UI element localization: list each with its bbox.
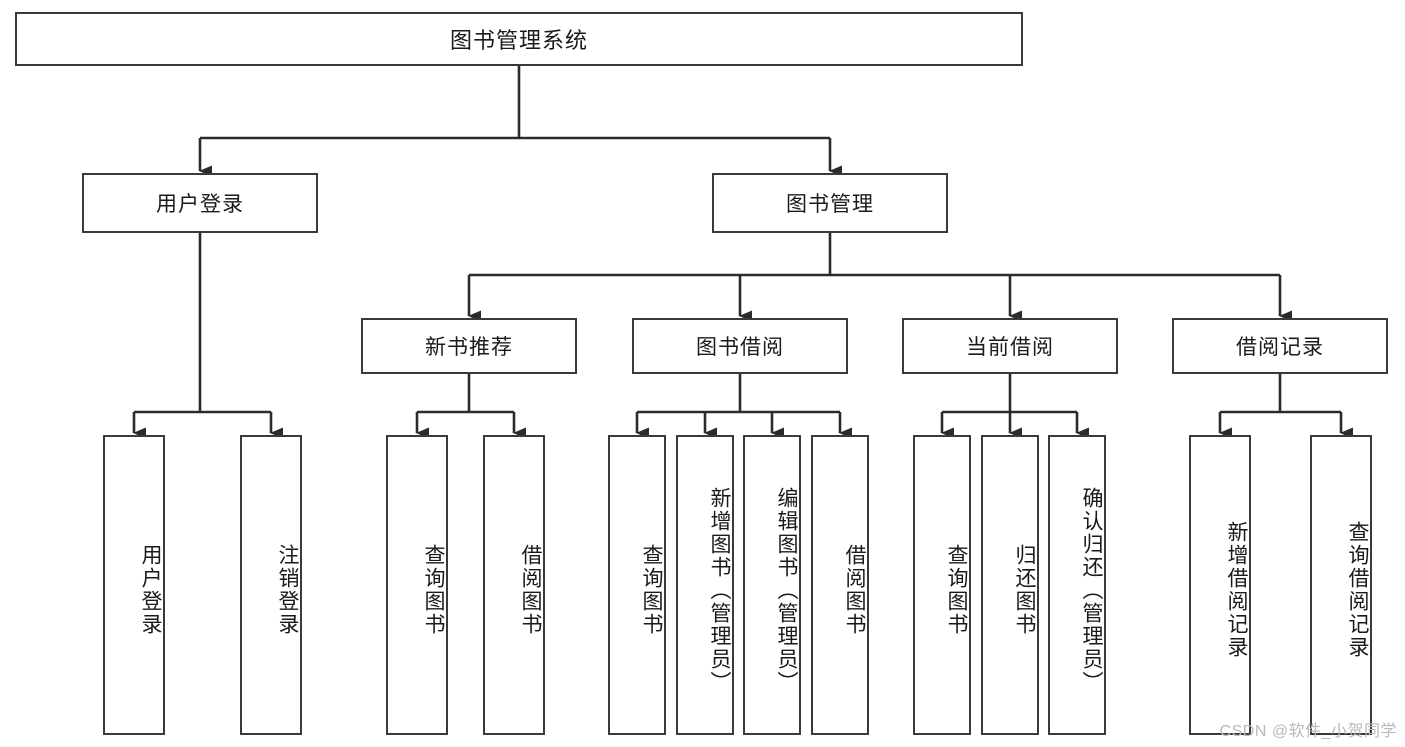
- leaf-confirm-return-admin[interactable]: 确认归还（管理员）: [1048, 435, 1106, 735]
- leaf-query-borrow-record[interactable]: 查询借阅记录: [1310, 435, 1372, 735]
- leaf-query-book-current[interactable]: 查询图书: [913, 435, 971, 735]
- node-label: 用户登录: [139, 544, 162, 636]
- leaf-query-book-recommend[interactable]: 查询图书: [386, 435, 448, 735]
- node-book-borrow[interactable]: 图书借阅: [632, 318, 848, 374]
- node-new-book-recommend[interactable]: 新书推荐: [361, 318, 577, 374]
- node-label: 查询图书: [422, 544, 445, 636]
- node-label: 归还图书: [1013, 544, 1036, 636]
- node-label: 用户登录: [156, 193, 244, 216]
- node-current-borrow[interactable]: 当前借阅: [902, 318, 1118, 374]
- node-label: 查询借阅记录: [1346, 521, 1369, 659]
- leaf-query-book-borrow[interactable]: 查询图书: [608, 435, 666, 735]
- leaf-logout[interactable]: 注销登录: [240, 435, 302, 735]
- node-label: 新增图书（管理员）: [708, 486, 731, 694]
- node-label: 图书管理系统: [449, 28, 588, 53]
- node-label: 确认归还（管理员）: [1080, 486, 1103, 694]
- node-label: 当前借阅: [966, 336, 1054, 359]
- node-label: 注销登录: [276, 544, 299, 636]
- leaf-borrow-book-recommend[interactable]: 借阅图书: [483, 435, 545, 735]
- node-label: 借阅图书: [519, 544, 542, 636]
- leaf-edit-book-admin[interactable]: 编辑图书（管理员）: [743, 435, 801, 735]
- leaf-return-book[interactable]: 归还图书: [981, 435, 1039, 735]
- node-root[interactable]: 图书管理系统: [15, 12, 1023, 66]
- node-label: 新增借阅记录: [1225, 521, 1248, 659]
- leaf-add-book-admin[interactable]: 新增图书（管理员）: [676, 435, 734, 735]
- leaf-user-login[interactable]: 用户登录: [103, 435, 165, 735]
- node-label: 查询图书: [640, 544, 663, 636]
- node-label: 借阅图书: [843, 544, 866, 636]
- watermark: CSDN @软件_小贺同学: [1219, 723, 1397, 740]
- node-label: 借阅记录: [1236, 336, 1324, 359]
- node-label: 图书管理: [786, 193, 874, 216]
- node-label: 图书借阅: [696, 336, 784, 359]
- leaf-borrow-book[interactable]: 借阅图书: [811, 435, 869, 735]
- node-book-management[interactable]: 图书管理: [712, 173, 948, 233]
- node-label: 查询图书: [945, 544, 968, 636]
- leaf-add-borrow-record[interactable]: 新增借阅记录: [1189, 435, 1251, 735]
- node-borrow-records[interactable]: 借阅记录: [1172, 318, 1388, 374]
- node-label: 新书推荐: [425, 336, 513, 359]
- node-label: 编辑图书（管理员）: [775, 486, 798, 694]
- node-user-login[interactable]: 用户登录: [82, 173, 318, 233]
